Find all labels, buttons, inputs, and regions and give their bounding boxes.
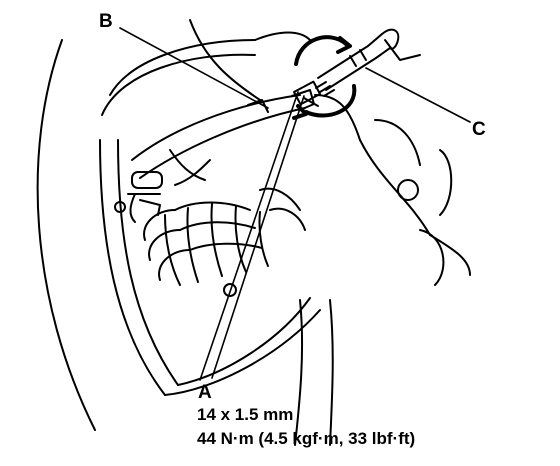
torque-spec: 44 N·m (4.5 kgf·m, 33 lbf·ft) xyxy=(197,429,416,448)
leader-lines xyxy=(119,27,471,381)
callout-b-label: B xyxy=(99,11,113,32)
callout-c-label: C xyxy=(472,119,486,140)
cv-joint-boot xyxy=(143,187,306,297)
upper-control-arm xyxy=(114,89,315,223)
bolt-a xyxy=(293,80,335,107)
tool-c xyxy=(317,28,400,91)
steering-knuckle xyxy=(99,31,471,396)
wheel-well-outline xyxy=(36,19,334,446)
callout-a-label: A xyxy=(198,382,212,403)
bolt-size-spec: 14 x 1.5 mm xyxy=(197,405,294,424)
